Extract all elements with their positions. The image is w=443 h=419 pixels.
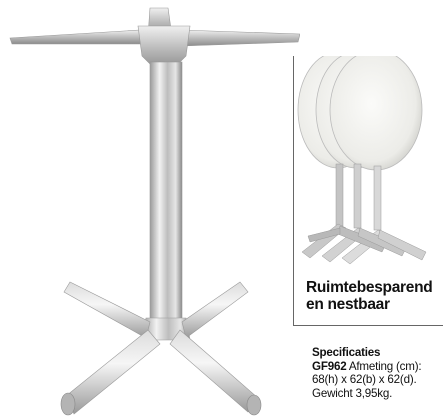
inset-caption-line2: en nestbaar xyxy=(306,296,390,313)
dimensions-label: Afmeting (cm): xyxy=(348,359,422,373)
specifications-block: Specificaties GF962 Afmeting (cm): 68(h)… xyxy=(312,346,443,400)
foot-front-left xyxy=(65,329,161,415)
foot-back-right xyxy=(181,281,249,339)
table-base-image xyxy=(9,7,300,416)
nested-tables-image xyxy=(297,56,427,265)
top-arm-left xyxy=(9,29,151,45)
inset-panel: Ruimtebesparend en nestbaar xyxy=(293,56,443,326)
spec-dimensions-line1: GF962 Afmeting (cm): xyxy=(312,360,443,374)
table-top-front xyxy=(329,56,423,171)
inset-caption-line1: Ruimtebesparend xyxy=(306,279,433,296)
spec-dimensions-line2: 68(h) x 62(b) x 62(d). xyxy=(312,373,417,387)
foot-front-right xyxy=(169,329,259,413)
foot-back-left xyxy=(63,281,151,339)
inset-caption: Ruimtebesparend en nestbaar xyxy=(306,279,442,313)
column xyxy=(149,61,183,325)
specifications-heading: Specificaties xyxy=(312,346,381,359)
spec-weight: Gewicht 3,95kg. xyxy=(312,386,393,400)
model-number: GF962 xyxy=(312,359,347,373)
top-arm-right xyxy=(179,29,300,47)
